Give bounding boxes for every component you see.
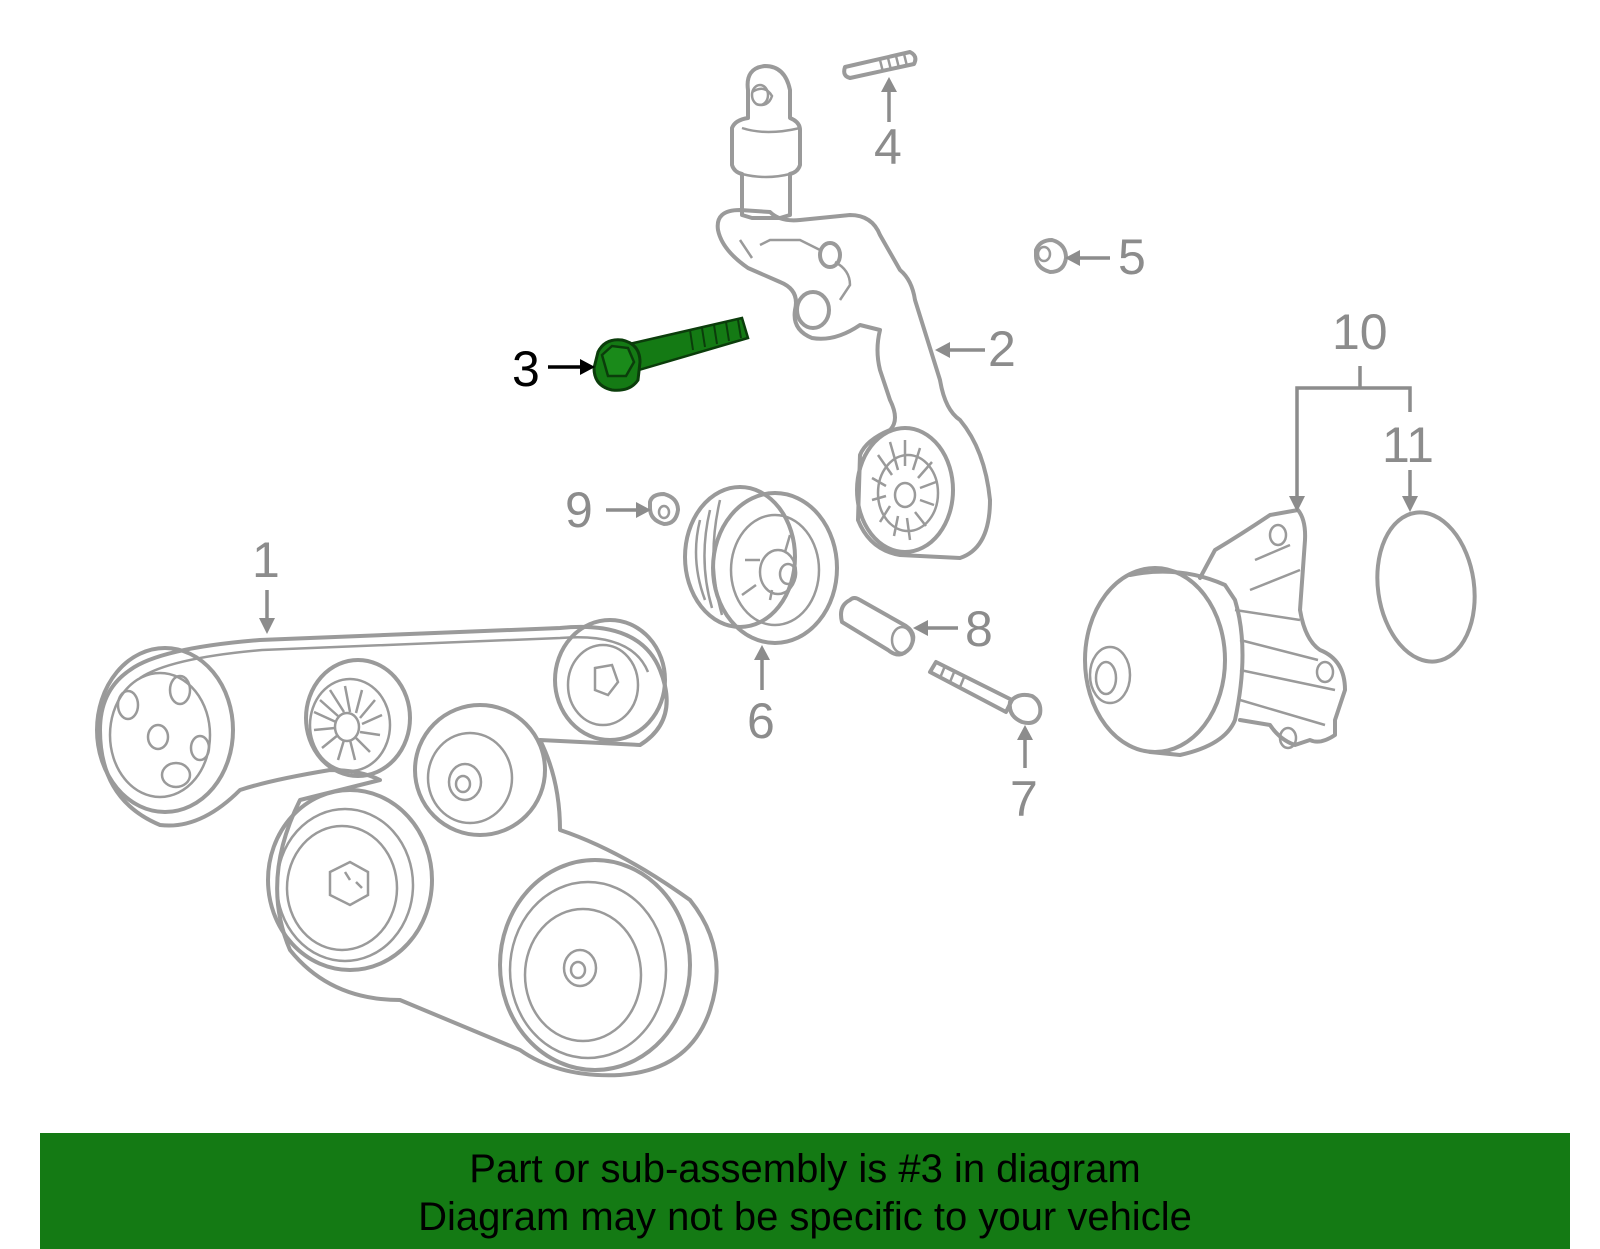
callout-8[interactable]: 8 [965,601,993,657]
spacer-part-8 [839,596,916,657]
idler-pulley-part-6 [683,485,839,645]
banner-line-highlight-note: Part or sub-assembly is #3 in diagram [469,1147,1141,1191]
callout-4[interactable]: 4 [874,119,902,175]
stud-part-4 [842,50,918,80]
bolt-part-3[interactable] [592,316,750,392]
callout-7[interactable]: 7 [1010,771,1038,827]
callout-2[interactable]: 2 [988,321,1016,377]
banner-line-disclaimer: Diagram may not be specific to your vehi… [418,1195,1192,1239]
leader-lines [259,77,1418,768]
cap-part-9 [648,492,680,526]
callout-6[interactable]: 6 [747,693,775,749]
drive-belt-assembly [95,618,719,1078]
gasket-part-11 [1375,510,1477,664]
parts-diagram: 1 2 3 4 5 6 7 8 9 10 11 [95,50,1477,1078]
tensioner-assembly [715,64,992,560]
callout-5[interactable]: 5 [1118,229,1146,285]
callout-3[interactable]: 3 [512,341,540,397]
callout-labels: 1 2 3 4 5 6 7 8 9 10 11 [252,119,1434,827]
callout-10[interactable]: 10 [1332,304,1388,360]
bolt-part-7 [928,660,1043,725]
callout-1[interactable]: 1 [252,532,280,588]
info-banner: Part or sub-assembly is #3 in diagram Di… [40,1133,1570,1249]
water-pump-part-10 [1083,508,1347,757]
nut-part-5 [1034,238,1068,274]
callout-11[interactable]: 11 [1382,417,1434,473]
bolt-shank [623,316,750,374]
callout-9[interactable]: 9 [565,482,593,538]
